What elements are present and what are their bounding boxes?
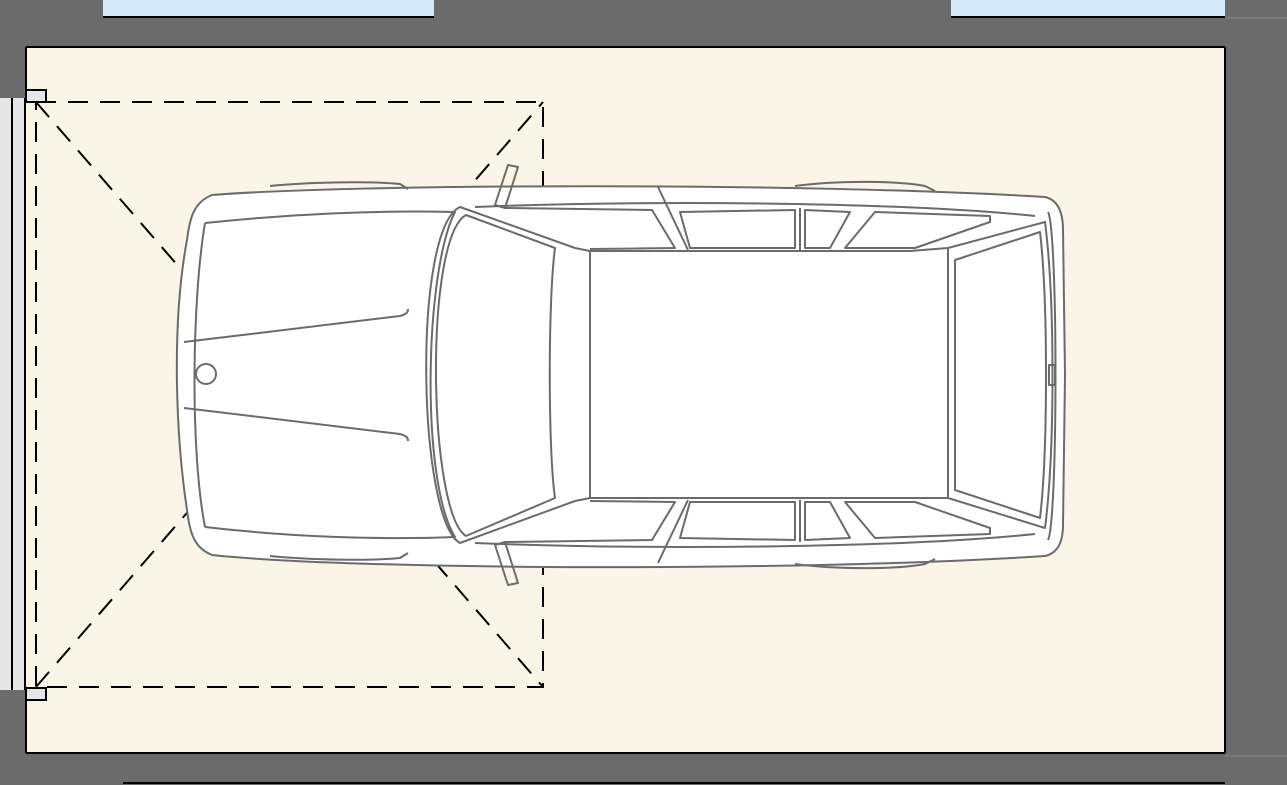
fender-rear-right [794,558,936,570]
door-hinge-bottom [25,687,47,701]
car-top-view [175,164,1066,586]
windshield [425,206,591,544]
side-window-top-rear-2 [844,211,991,249]
side-window-top-front [504,207,676,250]
hood-emblem [195,363,217,385]
hood-panel [204,210,456,540]
rear-handle [1048,364,1056,386]
window-top-left [103,0,434,17]
swing-boundary [35,101,544,688]
side-strip-top [474,202,1036,217]
wall-left-lower [0,690,26,753]
wall-left-upper [0,48,26,98]
side-window-bottom-rear-1 [804,501,851,541]
side-window-bottom-rear-2 [844,501,991,539]
window-top-right [951,0,1225,17]
fender-rear-left [794,180,936,192]
side-window-bottom-front [504,500,676,543]
windshield-inner [435,214,556,537]
roof-panel [589,247,949,499]
front-bumper-shape [193,222,206,528]
side-window-bottom-mid [679,501,796,541]
side-window-top-rear-1 [804,209,851,249]
wall-right [1225,0,1287,785]
fender-front-left [269,181,409,190]
side-window-top-mid [679,209,796,249]
hood-crease-right [183,407,409,442]
door-hinge-top [25,89,47,103]
side-strip-bottom [474,533,1036,548]
fender-front-right [269,552,409,561]
wall-bottom [0,753,1287,785]
pillar-top-a [657,186,689,251]
hood-crease-left [183,308,409,343]
pillar-bottom-a [657,499,689,564]
rear-window-inner [954,231,1047,519]
